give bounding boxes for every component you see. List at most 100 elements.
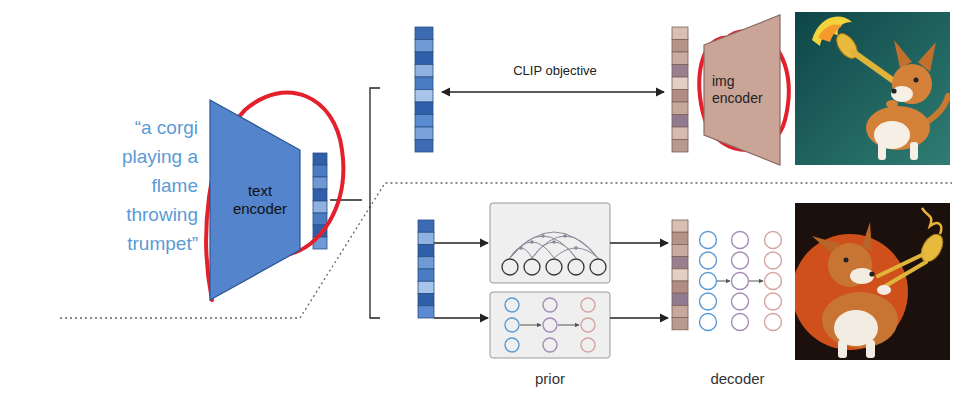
- vector-cell: [672, 318, 688, 330]
- unit: [581, 338, 595, 352]
- arrow: [434, 242, 488, 243]
- prompt-text: “a corgi playing a flame throwing trumpe…: [96, 113, 198, 258]
- decoder-circles: [700, 232, 782, 331]
- dot: [519, 246, 523, 250]
- vector-cell: [418, 306, 434, 318]
- objective-label: CLIP objective: [490, 63, 620, 79]
- vector-cell: [672, 127, 688, 140]
- encoder-block: img encoder: [704, 15, 780, 165]
- text-embedding-vector: [418, 220, 434, 318]
- vector-cell: [313, 165, 327, 177]
- vector-cell: [672, 257, 688, 269]
- arc: [510, 236, 576, 258]
- vector-cell: [672, 232, 688, 244]
- corgi-leg: [838, 340, 847, 358]
- unit: [732, 314, 749, 331]
- vector-cell: [418, 281, 434, 293]
- dot: [563, 234, 567, 238]
- image-embedding-vector: [672, 27, 688, 152]
- node-body: img encoder: [704, 15, 780, 165]
- corgi-illustration: [795, 203, 950, 360]
- unit: [732, 252, 749, 269]
- token: [546, 259, 562, 275]
- unit: [700, 314, 717, 331]
- vector-cell: [415, 77, 433, 90]
- vector-cell: [672, 269, 688, 281]
- double-arrow: [442, 91, 664, 92]
- vector-cell: [418, 232, 434, 244]
- vector-cell: [415, 115, 433, 128]
- vector-cell: [672, 293, 688, 305]
- arc: [510, 232, 598, 258]
- vector-cell: [418, 294, 434, 306]
- vector-cell: [672, 27, 688, 40]
- unit: [765, 293, 782, 310]
- corgi-head: [892, 64, 932, 104]
- prior-box: [490, 292, 610, 358]
- corgi-eye: [914, 78, 919, 83]
- vector-cell: [672, 140, 688, 153]
- vector-cell: [672, 52, 688, 65]
- encoder-block: text encoder: [210, 100, 300, 300]
- dot: [574, 246, 578, 250]
- vector-cell: [418, 269, 434, 281]
- unit: [732, 293, 749, 310]
- vector-cell: [313, 213, 327, 225]
- dot: [541, 234, 545, 238]
- attention-arcs: [510, 232, 598, 258]
- diffusion-circles: [505, 298, 595, 352]
- unit: [700, 232, 717, 249]
- token: [590, 259, 606, 275]
- unit: [543, 338, 557, 352]
- vector-cell: [415, 140, 433, 153]
- sun-disc: [795, 234, 908, 350]
- vector-cell: [415, 52, 433, 65]
- token: [568, 259, 584, 275]
- sparkle: [922, 208, 941, 234]
- corgi-paw: [886, 100, 898, 108]
- vector-cell: [418, 220, 434, 232]
- corgi-ear: [894, 40, 912, 68]
- trapezoid-shape: [210, 100, 300, 300]
- vector-cell: [415, 65, 433, 78]
- unit: [700, 252, 717, 269]
- encoder-label: img encoder: [712, 73, 774, 107]
- text-embedding-vector: [415, 27, 433, 152]
- corgi-nose: [891, 88, 896, 93]
- unit: [732, 273, 749, 290]
- trumpet-bell: [917, 231, 948, 266]
- vector-cell: [672, 244, 688, 256]
- vector-cell: [415, 102, 433, 115]
- vector-cell: [415, 40, 433, 53]
- dot: [530, 240, 534, 244]
- vector-cell: [313, 201, 327, 213]
- vector-cell: [672, 220, 688, 232]
- vector-cell: [672, 90, 688, 103]
- arc-dots: [519, 234, 578, 250]
- vector-cell: [415, 127, 433, 140]
- vector-cell: [672, 40, 688, 53]
- corgi-body: [822, 292, 898, 348]
- corgi-muzzle: [850, 268, 874, 284]
- arrow: [717, 281, 730, 282]
- node-body: text encoder: [210, 100, 300, 300]
- vector-cell: [672, 65, 688, 78]
- vector-cell: [415, 90, 433, 103]
- unit: [732, 232, 749, 249]
- unit: [505, 338, 519, 352]
- corgi-paw: [877, 285, 891, 295]
- unit: [581, 318, 595, 332]
- corgi-leg: [878, 142, 886, 160]
- image-background: [795, 12, 950, 165]
- token-circles: [502, 259, 606, 275]
- encoder-label: text encoder: [226, 182, 294, 218]
- stage-label: decoder: [690, 370, 785, 388]
- corgi-muzzle: [891, 86, 913, 102]
- unit: [543, 318, 557, 332]
- token: [502, 259, 518, 275]
- arrow: [610, 242, 668, 243]
- unit: [765, 273, 782, 290]
- vector-cell: [313, 189, 327, 201]
